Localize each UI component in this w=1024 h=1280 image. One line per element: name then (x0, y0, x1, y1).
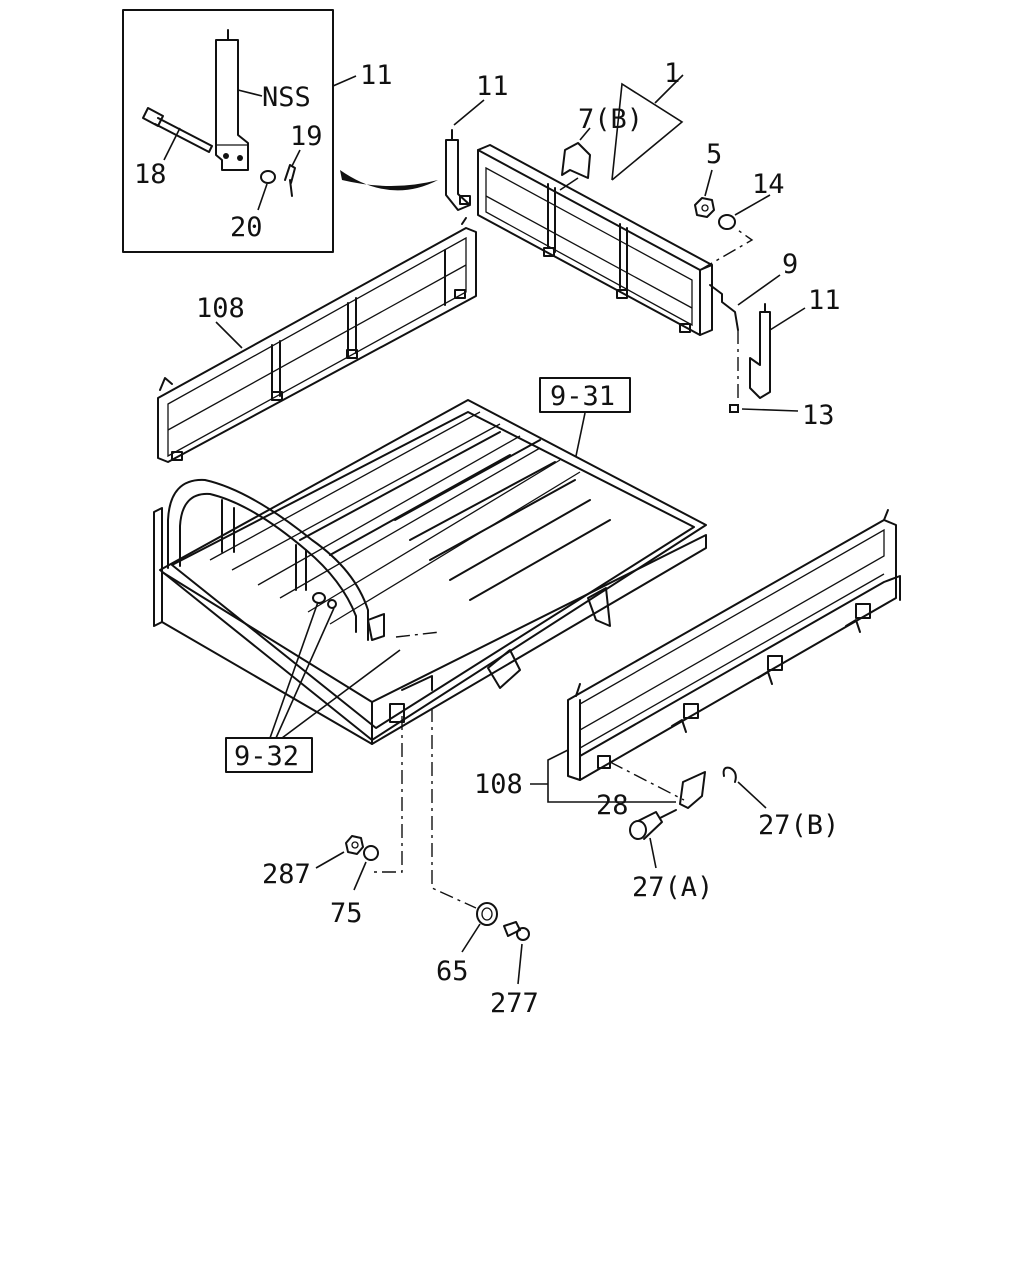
washer-part-20 (260, 170, 276, 184)
collar-part-65 (476, 902, 498, 926)
dashline-65 (431, 708, 477, 909)
label-box-9-32 (225, 737, 313, 773)
label-1: 1 (664, 58, 680, 89)
label-75: 75 (330, 898, 363, 929)
label-287: 287 (262, 859, 311, 890)
washer-part-14 (718, 214, 736, 230)
inset-frame (122, 9, 334, 253)
bolt-part-13 (729, 404, 739, 413)
washer-part-75 (363, 845, 379, 861)
label-28: 28 (596, 790, 629, 821)
label-9-32: 9-32 (234, 741, 299, 772)
label-13: 13 (802, 400, 835, 431)
stanchion-part-11-top (445, 129, 471, 211)
clip-part-27b (722, 766, 737, 783)
label-11-inset: 11 (360, 60, 393, 91)
dashline-28 (609, 761, 685, 801)
label-27a: 27(A) (632, 872, 713, 903)
label-277: 277 (490, 988, 539, 1019)
tail-gate-part-1 (459, 144, 713, 336)
side-gate-part-108-right (567, 509, 901, 781)
label-9: 9 (782, 249, 798, 280)
inset-pointer-arrow (340, 170, 438, 191)
dashline-287 (370, 716, 403, 873)
inset-detail: NSS 11 18 19 20 (122, 9, 393, 253)
bolt-part-9-32a (312, 592, 326, 604)
label-9-31: 9-31 (550, 381, 615, 412)
stanchion-bracket-part (215, 29, 249, 171)
label-box-9-31 (539, 377, 631, 413)
stanchion-part-11-right (749, 303, 771, 399)
dashline-tailgate-5 (699, 227, 754, 271)
pin-part-18 (142, 107, 213, 153)
label-18: 18 (134, 159, 167, 190)
pin-part-27a (629, 809, 677, 840)
label-20: 20 (230, 212, 263, 243)
bracket-part-7b (561, 142, 591, 179)
washer-part-9-32b (327, 599, 337, 609)
label-65: 65 (436, 956, 469, 987)
latch-rod-part-9 (709, 284, 739, 331)
label-27b: 27(B) (758, 810, 839, 841)
label-7b: 7(B) (578, 104, 643, 135)
label-5: 5 (706, 139, 722, 170)
nut-part-5 (694, 197, 715, 218)
nut-part-287 (345, 835, 364, 855)
deck-floor-part-9-31 (153, 399, 707, 745)
label-14: 14 (752, 169, 785, 200)
label-19: 19 (290, 121, 323, 152)
label-108-bottom: 108 (474, 769, 523, 800)
bolt-part-277 (503, 921, 530, 941)
label-108-top: 108 (196, 293, 245, 324)
label-nss: NSS (262, 82, 311, 113)
cotter-pin-part-19 (284, 164, 296, 197)
label-11-right: 11 (808, 285, 841, 316)
side-gate-part-108-left (157, 217, 477, 463)
latch-part-28 (679, 771, 706, 809)
label-11-top: 11 (476, 71, 509, 102)
